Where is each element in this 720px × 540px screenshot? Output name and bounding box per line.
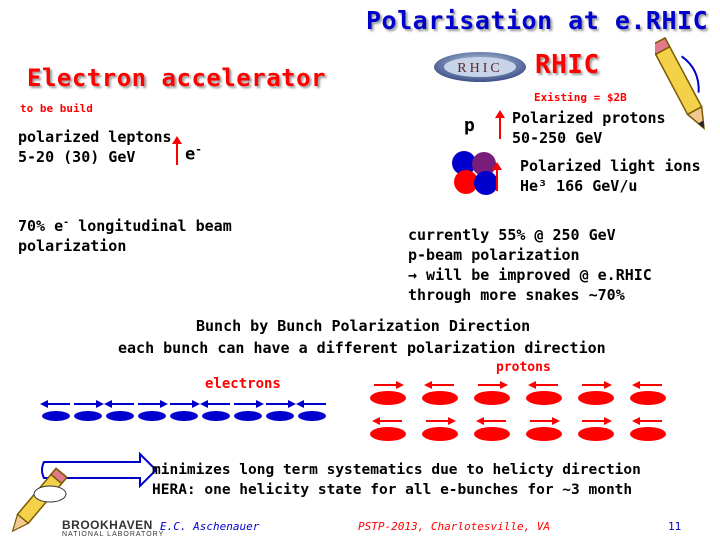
electron-spin-arrow [266,400,296,408]
current-line-4: through more snakes ~70% [408,285,652,305]
electron-bunch [202,411,230,421]
proton-bunch [578,427,614,441]
electron-bunch [170,411,198,421]
proton-bunch [370,391,406,405]
bunch-subheading: each bunch can have a different polariza… [118,339,606,357]
polarized-protons-text: Polarized protons 50-250 GeV [512,108,666,148]
proton-bunch [578,391,614,405]
electron-spin-arrow [200,400,230,408]
electron-charge: - [195,143,202,156]
electrons-word: electrons [205,376,281,392]
proton-spin-arrow [632,417,662,425]
proton-bunch [422,427,458,441]
arrow-icon: → [408,266,418,284]
proton-bunch [630,427,666,441]
electron-spin-arrow [170,400,200,408]
beam-pol-a: 70% e [18,217,64,235]
rhic-logo-text: RHIC [457,61,502,76]
beam-pol-sup: - [63,217,70,228]
proton-bunch [474,427,510,441]
beam-pol-b: longitudinal beam [69,217,232,235]
brookhaven-logo: BROOKHAVEN [62,518,153,532]
proton-spin-arrow-icon [495,110,505,139]
electron-bunch [266,411,294,421]
protons-word: protons [496,360,551,375]
current-line-2: p-beam polarization [408,246,580,264]
electron-bunches [40,400,326,421]
protons-line-2: 50-250 GeV [512,129,603,147]
rhic-heading: RHIC [535,50,600,80]
minimizes-line-1: minimizes long term systematics due to h… [152,462,641,478]
brookhaven-sub: NATIONAL LABORATORY [62,531,165,538]
ions-line-2: He³ 166 GeV/u [520,177,638,195]
existing-cost: Existing = $2B [534,91,627,104]
proton-bunch [526,427,562,441]
beam-pol-line-1: 70% e- longitudinal beam [18,213,232,236]
protons-line-1: Polarized protons [512,109,666,127]
proton-spin-arrow [632,381,662,389]
footer-author: E.C. Aschenauer [160,520,260,533]
footer-conference: PSTP-2013, Charlotesville, VA [358,520,551,533]
pencil-logo-icon [11,467,68,533]
electron-bunch [138,411,166,421]
proton-label: p [464,115,475,136]
current-line-3: → will be improved @ e.RHIC [408,265,652,285]
proton-spin-arrow [528,381,558,389]
proton-spin-arrow [582,381,612,389]
electron-bunch [42,411,70,421]
leptons-line-2: 5-20 (30) GeV [18,148,136,166]
proton-spin-arrow [476,417,506,425]
proton-spin-arrow [424,381,454,389]
current-polarization-text: currently 55% @ 250 GeV p-beam polarizat… [408,225,652,305]
electron-spin-arrow [296,400,326,408]
electron-spin-arrow-icon [172,136,182,165]
minimizes-line-2: HERA: one helicity state for all e-bunch… [152,482,633,498]
proton-spin-arrow [478,381,508,389]
current-line-1: currently 55% @ 250 GeV [408,226,616,244]
to-be-build-note: to be build [20,102,93,115]
electron-spin-arrow [104,400,134,408]
proton-spin-arrow [582,417,612,425]
proton-spin-arrow [374,381,404,389]
proton-spin-arrow [530,417,560,425]
proton-bunch [630,391,666,405]
electron-spin-arrow [234,400,264,408]
electron-bunch [298,411,326,421]
electron-bunch [74,411,102,421]
electron-bunch [106,411,134,421]
current-line-3-text: will be improved @ e.RHIC [417,266,652,284]
proton-bunch [474,391,510,405]
current-line-4-text: through more snakes ~70% [408,286,625,304]
proton-bunches [370,381,666,441]
proton-spin-arrow [372,417,402,425]
electron-spin-arrow [138,400,168,408]
slide-title: Polarisation at e.RHIC [366,6,709,35]
electron-spin-arrow [40,400,70,408]
ions-line-1: Polarized light ions [520,157,701,175]
bunch-heading: Bunch by Bunch Polarization Direction [196,317,531,335]
ion-spin-arrow-icon [492,162,502,191]
proton-spin-arrow [426,417,456,425]
pencil-icon [655,36,705,131]
minimizes-text: minimizes long term systematics due to h… [152,460,641,500]
leptons-line-1: polarized leptons [18,128,172,146]
electron-symbol: e [185,144,196,165]
beam-polarization-text: 70% e- longitudinal beam polarization [18,213,232,256]
pointer-arrow-icon [41,451,158,489]
helium-nucleus-icon [452,151,498,195]
footer-page-number: 11 [668,520,682,533]
proton-bunch [370,427,406,441]
beam-pol-line-2: polarization [18,237,127,255]
electron-label: e- [185,143,202,165]
electron-accelerator-heading: Electron accelerator [27,64,326,92]
rhic-logo: RHIC [434,52,526,82]
electron-spin-arrow [74,400,104,408]
proton-bunch [526,391,562,405]
proton-bunch [422,391,458,405]
electron-bunch [234,411,262,421]
leptons-text: polarized leptons 5-20 (30) GeV [18,127,172,167]
polarized-ions-text: Polarized light ions He³ 166 GeV/u [520,156,701,196]
